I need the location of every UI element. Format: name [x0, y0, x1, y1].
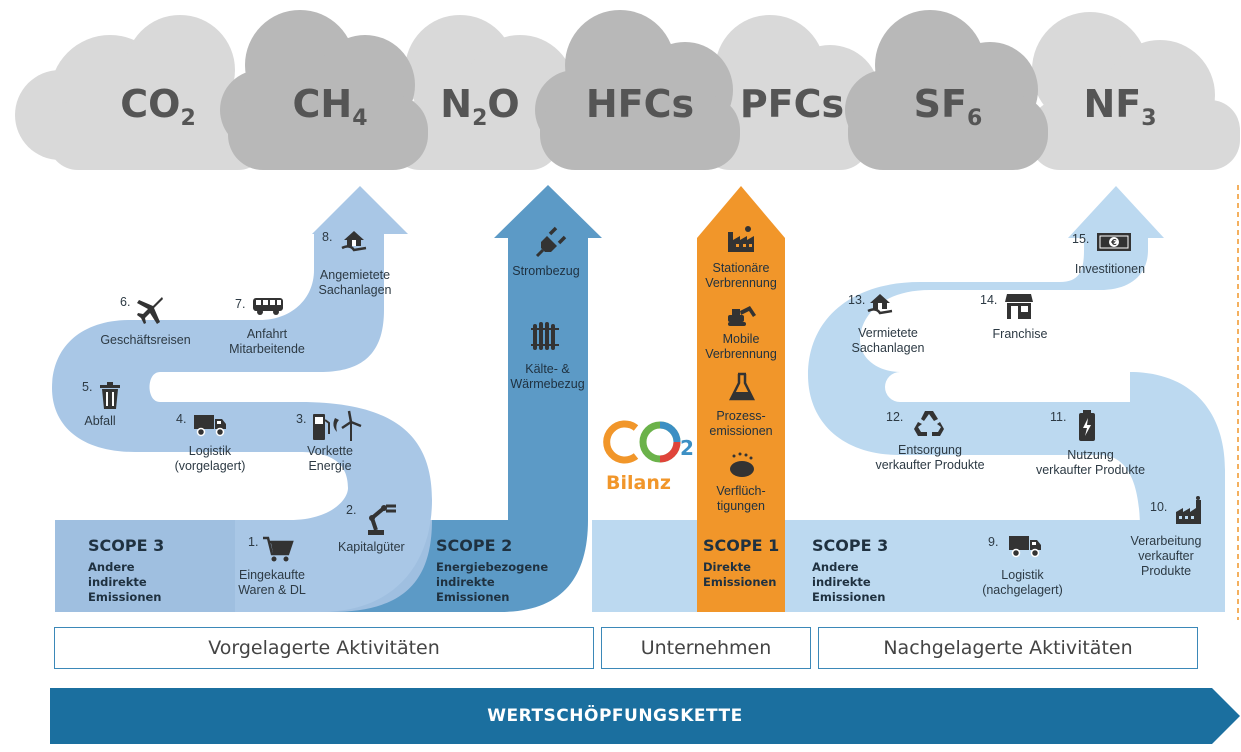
plug-icon	[535, 226, 567, 258]
gas-co2: CO2	[120, 82, 196, 131]
co2-logo-sub: 2	[680, 436, 694, 460]
scope1-item-prozess: Prozess-emissionen	[709, 409, 773, 438]
item-6-num: 6.	[120, 295, 131, 309]
gas-hfcs: HFCs	[585, 82, 695, 126]
co2-bilanz-logo: 2 Bilanz	[596, 414, 706, 494]
bus-icon	[253, 298, 283, 315]
cloud-row	[15, 10, 1240, 170]
airplane-icon	[137, 297, 163, 324]
radiator-icon	[531, 322, 559, 350]
item-4-num: 4.	[176, 412, 187, 426]
flask-icon	[729, 372, 755, 401]
banknote-icon: €	[1097, 233, 1131, 251]
scope2-title: SCOPE 2	[436, 536, 513, 555]
item-10-num: 10.	[1150, 500, 1168, 514]
item-13-num: 13.	[848, 293, 866, 307]
item-2-label: Kapitalgüter	[338, 540, 405, 554]
item-11-num: 11.	[1050, 410, 1067, 424]
item-5-num: 5.	[82, 380, 93, 394]
scope2-arrow	[330, 185, 602, 612]
scope1-item-verfluechtigung: Verflüch-tigungen	[716, 484, 766, 513]
item-8-num: 8.	[322, 230, 333, 244]
battery-icon	[1079, 410, 1095, 441]
svg-text:€: €	[1110, 238, 1117, 247]
downstream-activities-box: Nachgelagerte Aktivitäten	[818, 627, 1198, 669]
truck-icon	[1009, 536, 1041, 558]
recycle-icon	[914, 411, 944, 436]
item-12-num: 12.	[886, 410, 904, 424]
item-9-label: Logistik(nachgelagert)	[982, 568, 1063, 597]
item-3-num: 3.	[296, 412, 307, 426]
scope1-title: SCOPE 1	[703, 536, 780, 555]
item-7-num: 7.	[235, 297, 246, 311]
item-1-num: 1.	[248, 535, 259, 549]
factory-icon	[1176, 496, 1201, 524]
item-6-label: Geschäftsreisen	[100, 333, 191, 347]
gas-sf6: SF6	[913, 82, 983, 131]
value-chain-label: WERTSCHÖPFUNGSKETTE	[487, 706, 743, 726]
house-hand-icon	[867, 294, 893, 315]
co2-logo-word: Bilanz	[606, 472, 671, 494]
fuel-wind-icon	[313, 410, 362, 441]
item-5-label: Abfall	[84, 414, 116, 428]
scope3-down-title: SCOPE 3	[812, 536, 889, 555]
item-15-label: Investitionen	[1074, 262, 1146, 276]
leak-icon	[730, 452, 754, 477]
item-9-num: 9.	[988, 535, 999, 549]
item-14-label: Franchise	[992, 327, 1048, 341]
co2-logo-letters	[603, 420, 681, 464]
excavator-icon	[728, 306, 756, 326]
item-2-num: 2.	[346, 503, 357, 517]
upstream-activities-box: Vorgelagerte Aktivitäten	[54, 627, 594, 669]
gas-ch4: CH4	[292, 82, 368, 131]
robot-arm-icon	[368, 504, 396, 535]
item-4-label: Logistik(vorgelagert)	[174, 444, 246, 473]
factory-icon	[728, 226, 754, 252]
item-15-num: 15.	[1072, 232, 1090, 246]
item-14-num: 14.	[980, 293, 998, 307]
scope2-item-strom: Strombezug	[512, 264, 580, 278]
store-icon	[1005, 294, 1033, 319]
value-chain-arrow	[50, 688, 1240, 744]
gas-n2o: N2O	[440, 82, 520, 131]
gas-nf3: NF3	[1083, 82, 1157, 131]
scope3-up-path	[52, 186, 432, 612]
company-box: Unternehmen	[601, 627, 811, 669]
gas-pfcs: PFCs	[739, 82, 845, 126]
truck-icon	[194, 415, 226, 437]
scope2-item-waerme: Kälte- &Wärmebezug	[510, 362, 585, 391]
scope3-up-title: SCOPE 3	[88, 536, 165, 555]
house-hand-icon	[341, 231, 367, 252]
trash-icon	[100, 382, 120, 409]
shopping-cart-icon	[263, 536, 294, 562]
